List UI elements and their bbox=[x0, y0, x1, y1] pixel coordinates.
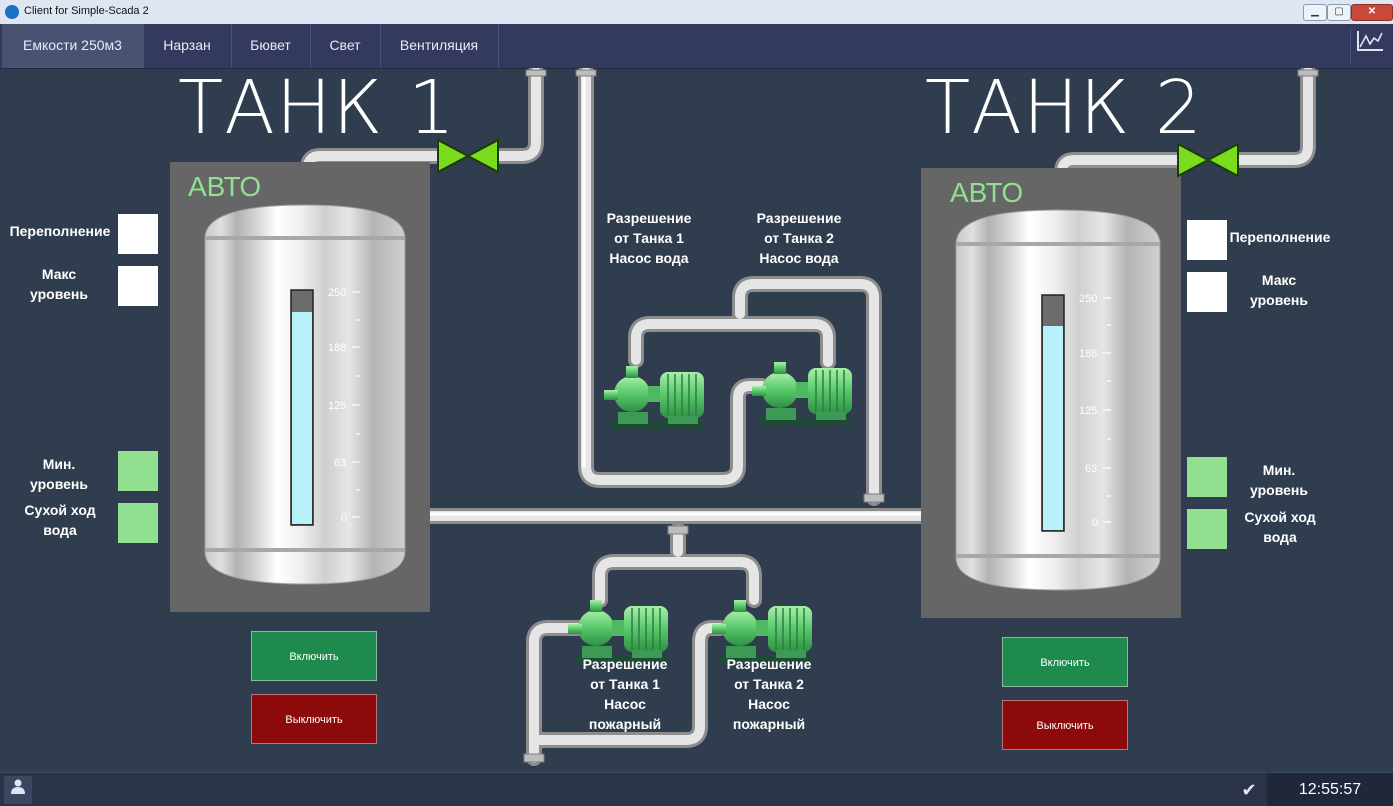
svg-text:250: 250 bbox=[1079, 293, 1097, 305]
close-button[interactable]: ✕ bbox=[1351, 4, 1393, 21]
tank2-overflow-label: Переполнение bbox=[1229, 229, 1331, 245]
tank2-dry-run-indicator bbox=[1187, 509, 1227, 549]
tank1-min-label: Мин.уровень bbox=[30, 456, 88, 492]
tank1-mode-label: АВТО bbox=[188, 171, 261, 202]
tank1-inlet-valve-icon[interactable] bbox=[437, 139, 499, 173]
svg-text:188: 188 bbox=[328, 342, 346, 354]
tab-tanks-250[interactable]: Емкости 250м3 bbox=[2, 24, 144, 68]
tank2-title: ТАНК 2 bbox=[925, 68, 1203, 151]
tank1-overflow-indicator bbox=[118, 214, 158, 254]
tank2-min-label: Мин.уровень bbox=[1250, 462, 1308, 498]
tank1-off-button[interactable]: Выключить bbox=[251, 694, 377, 744]
tank2-off-button[interactable]: Выключить bbox=[1002, 700, 1128, 750]
pipework bbox=[300, 68, 1316, 766]
tank1-dry-run-indicator bbox=[118, 503, 158, 543]
tank2-on-button[interactable]: Включить bbox=[1002, 637, 1128, 687]
tab-bar: Емкости 250м3 Нарзан Бювет Свет Вентиляц… bbox=[0, 24, 1393, 69]
tank1-on-button[interactable]: Включить bbox=[251, 631, 377, 681]
svg-text:0: 0 bbox=[341, 512, 347, 524]
tank2-min-level-indicator bbox=[1187, 457, 1227, 497]
svg-text:125: 125 bbox=[1079, 405, 1097, 417]
window-title-bar: Client for Simple-Scada 2 ▁ ▢ ✕ bbox=[0, 0, 1393, 25]
tank1-overflow-label: Переполнение bbox=[9, 223, 111, 239]
acknowledge-check-icon[interactable]: ✔ bbox=[1241, 780, 1257, 800]
svg-text:0: 0 bbox=[1092, 517, 1098, 529]
tank1-water-level bbox=[292, 312, 312, 524]
maximize-button[interactable]: ▢ bbox=[1327, 4, 1351, 21]
tank2-overflow-indicator bbox=[1187, 220, 1227, 260]
tank2-water-level bbox=[1043, 326, 1063, 530]
tank2-max-level-indicator bbox=[1187, 272, 1227, 312]
tank1-title: ТАНК 1 bbox=[178, 68, 456, 151]
svg-text:250: 250 bbox=[328, 287, 346, 299]
app-icon bbox=[5, 5, 19, 19]
svg-text:188: 188 bbox=[1079, 348, 1097, 360]
tank2-inlet-valve-icon[interactable] bbox=[1177, 143, 1239, 177]
tab-narzan[interactable]: Нарзан bbox=[143, 24, 232, 68]
svg-text:63: 63 bbox=[334, 457, 346, 469]
status-bar: ✔ 12:55:57 bbox=[0, 772, 1393, 806]
tank2-scale: 250 188 125 63 0 bbox=[1079, 293, 1111, 529]
tab-ventilation[interactable]: Вентиляция bbox=[380, 24, 499, 68]
tab-light[interactable]: Свет bbox=[310, 24, 381, 68]
status-clock: 12:55:57 bbox=[1267, 773, 1393, 806]
process-mimic: ТАНК 1 ТАНК 2 bbox=[170, 68, 1319, 766]
tank1-scale: 250 188 125 63 0 bbox=[328, 287, 360, 524]
svg-text:125: 125 bbox=[328, 400, 346, 412]
water-pump-tank1-icon[interactable] bbox=[603, 365, 705, 431]
water-pump-tank2-icon[interactable] bbox=[751, 361, 853, 427]
tank1-min-level-indicator bbox=[118, 451, 158, 491]
tank2-mode-label: АВТО bbox=[950, 177, 1023, 208]
user-icon[interactable] bbox=[4, 776, 32, 804]
svg-text:63: 63 bbox=[1085, 463, 1097, 475]
minimize-button[interactable]: ▁ bbox=[1303, 4, 1327, 21]
trend-chart-icon[interactable] bbox=[1350, 28, 1389, 64]
window-title: Client for Simple-Scada 2 bbox=[24, 5, 149, 17]
tab-buvet[interactable]: Бювет bbox=[231, 24, 311, 68]
tank1-max-level-indicator bbox=[118, 266, 158, 306]
